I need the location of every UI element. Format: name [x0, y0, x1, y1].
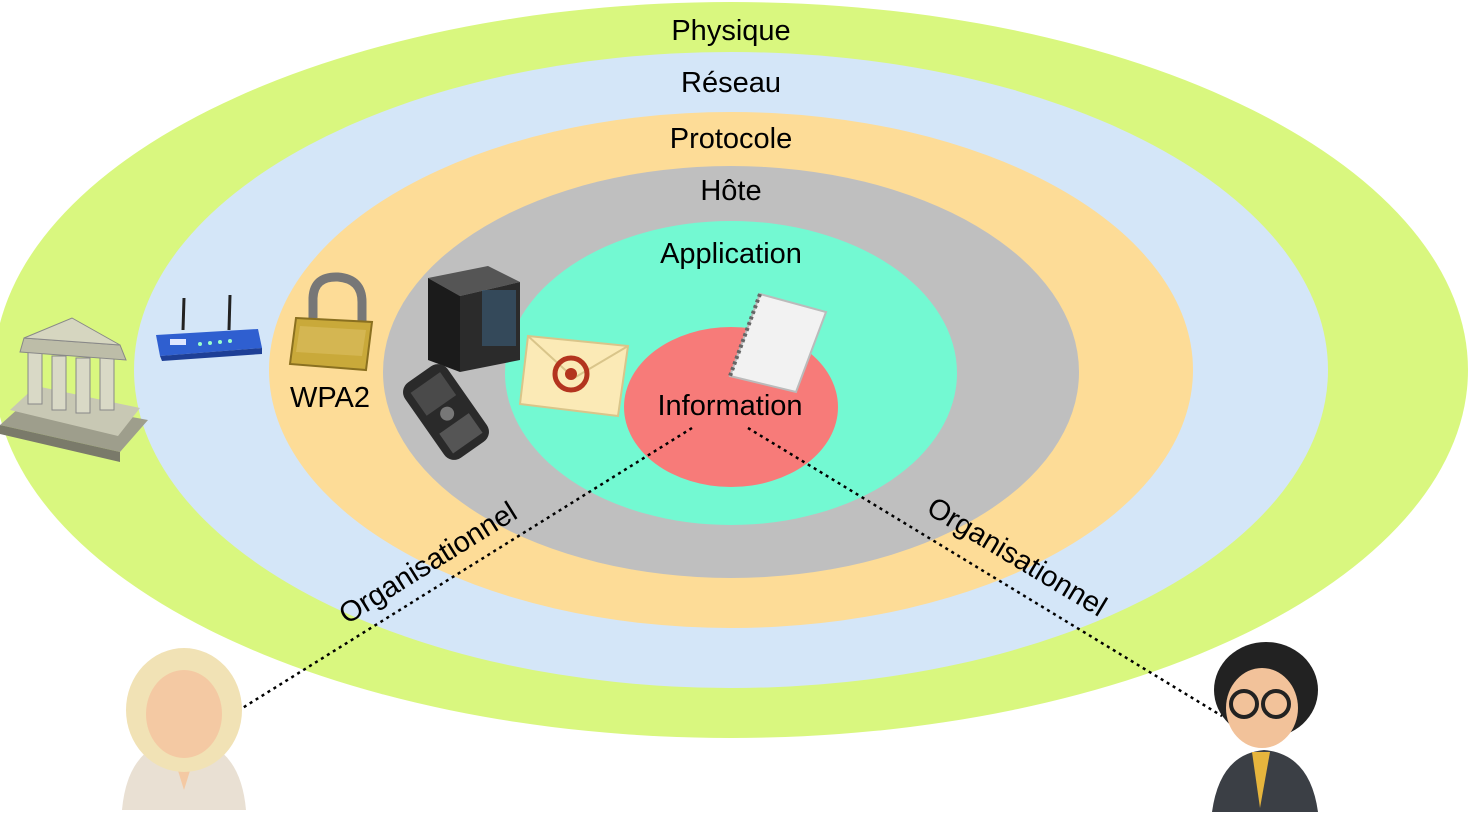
connector-right	[747, 426, 1223, 718]
label-application: Application	[660, 238, 802, 270]
label-protocole: Protocole	[670, 123, 793, 155]
notepad-icon	[728, 292, 828, 394]
padlock-icon	[288, 272, 374, 372]
mobile-phone-icon	[403, 364, 489, 460]
user-attacker-icon	[1212, 642, 1318, 812]
user-woman-icon	[122, 648, 246, 810]
bank-building-icon	[0, 317, 148, 462]
label-physique: Physique	[671, 15, 790, 47]
email-envelope-icon	[518, 334, 630, 418]
server-tower-icon	[428, 266, 520, 372]
label-information: Information	[657, 390, 802, 422]
label-reseau: Réseau	[681, 67, 781, 99]
label-wpa2: WPA2	[290, 382, 370, 414]
connector-left	[235, 426, 693, 714]
wifi-router-icon	[156, 294, 262, 361]
label-hote: Hôte	[700, 175, 761, 207]
